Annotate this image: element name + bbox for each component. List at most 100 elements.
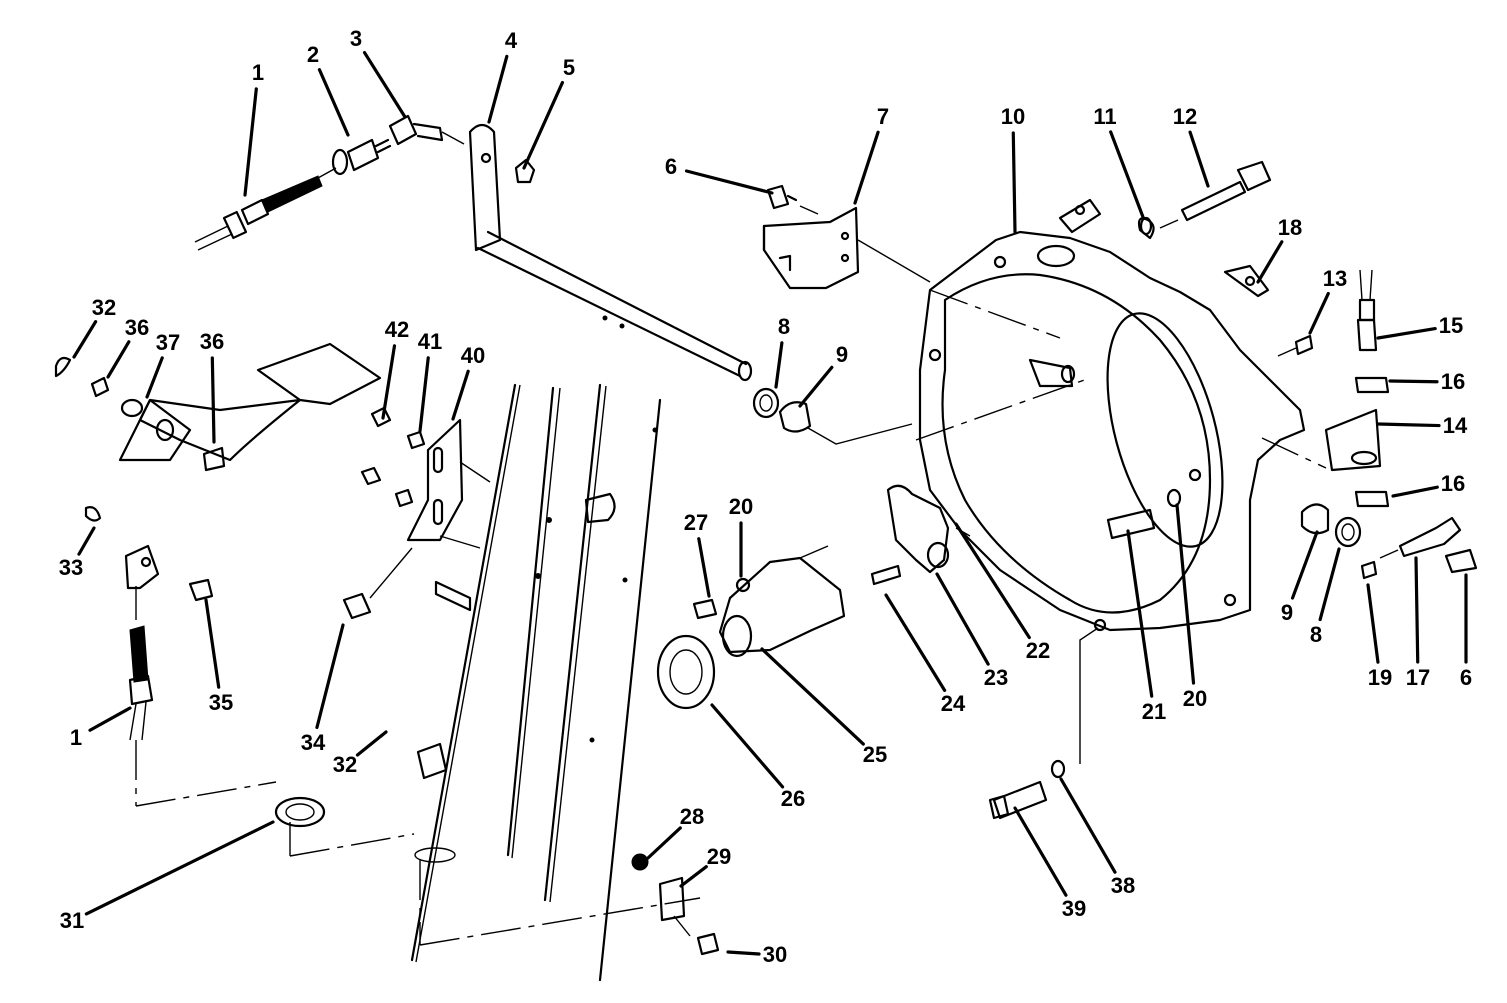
- leader-line: [679, 865, 708, 888]
- callout-number: 30: [763, 942, 787, 967]
- callout-number: 2: [307, 42, 319, 67]
- callout-number: 35: [209, 690, 233, 715]
- callout-number: 11: [1093, 104, 1116, 129]
- leader-line: [418, 356, 430, 433]
- leader-line: [954, 522, 1031, 640]
- callout-number: 5: [563, 55, 575, 80]
- callout-c12: 12: [1173, 104, 1210, 188]
- leader-line: [487, 54, 509, 124]
- leader-line: [381, 344, 397, 420]
- callout-number: 39: [1062, 896, 1086, 921]
- callout-number: 24: [941, 691, 966, 716]
- callout-c31: 31: [60, 820, 275, 933]
- callout-number: 32: [333, 752, 357, 777]
- callout-number: 1: [252, 60, 264, 85]
- callout-c42: 42: [381, 317, 409, 420]
- callout-number: 37: [156, 330, 180, 355]
- leader-line: [1414, 556, 1420, 664]
- leader-line: [72, 320, 98, 359]
- callout-c38: 38: [1059, 777, 1135, 898]
- callout-c35: 35: [204, 598, 233, 715]
- callout-c8a: 8: [774, 314, 790, 389]
- right-side-parts: [1137, 160, 1478, 580]
- callout-number: 16: [1441, 471, 1465, 496]
- callout-c10: 10: [1001, 104, 1025, 234]
- callout-c17: 17: [1406, 556, 1430, 690]
- callout-c32b: 32: [333, 730, 388, 777]
- center-parts: [752, 387, 1182, 586]
- callout-number: 23: [984, 665, 1008, 690]
- pedal-bracket-40: [342, 406, 491, 620]
- leader-line: [935, 572, 990, 666]
- callout-c11: 11: [1093, 104, 1145, 219]
- callout-number: 19: [1368, 665, 1392, 690]
- callout-number: 9: [836, 342, 848, 367]
- callout-number: 26: [781, 786, 805, 811]
- leader-line: [1013, 806, 1068, 897]
- leader-line: [1126, 529, 1154, 698]
- callout-number: 4: [505, 28, 518, 53]
- callout-c6a: 6: [665, 154, 774, 195]
- leader-line: [210, 356, 216, 444]
- callout-number: 36: [200, 329, 224, 354]
- callout-number: 9: [1281, 600, 1293, 625]
- callout-c24: 24: [884, 593, 966, 716]
- callout-c27: 27: [684, 510, 711, 598]
- release-bearing: [656, 545, 846, 710]
- callout-c20a: 20: [729, 494, 753, 578]
- callout-c36b: 36: [200, 329, 224, 444]
- leader-line: [522, 80, 565, 170]
- leader-line: [1376, 422, 1441, 428]
- leader-line: [355, 730, 388, 757]
- callout-c8b: 8: [1310, 547, 1341, 647]
- callout-number: 21: [1142, 699, 1166, 724]
- leader-line: [317, 68, 350, 137]
- leader-line: [1376, 326, 1437, 340]
- callout-number: 25: [863, 742, 887, 767]
- callout-c37: 37: [145, 330, 180, 399]
- callout-c5: 5: [522, 55, 575, 170]
- leader-line: [84, 820, 275, 916]
- bracket-7: [762, 184, 931, 290]
- callout-number: 20: [1183, 686, 1207, 711]
- callout-c2: 2: [307, 42, 350, 137]
- clutch-cable-lower: [84, 506, 701, 946]
- leader-line: [204, 598, 221, 689]
- leader-line: [1175, 503, 1196, 685]
- callout-number: 1: [70, 725, 82, 750]
- callout-c40: 40: [451, 343, 485, 421]
- leader-line: [697, 537, 711, 598]
- callout-c21: 21: [1126, 529, 1166, 724]
- callout-number: 13: [1323, 266, 1347, 291]
- callout-number: 17: [1406, 665, 1430, 690]
- callout-c39: 39: [1013, 806, 1086, 921]
- leader-line: [726, 950, 761, 956]
- callout-c20b: 20: [1175, 503, 1207, 711]
- callout-number: 15: [1439, 313, 1463, 338]
- leader-line: [451, 369, 470, 421]
- callout-number: 7: [877, 104, 889, 129]
- leader-line: [1388, 379, 1439, 384]
- leader-line: [646, 826, 682, 860]
- callout-c9b: 9: [1281, 530, 1319, 625]
- pedal-assembly: [54, 342, 382, 472]
- callout-number: 8: [1310, 622, 1322, 647]
- callout-c6b: 6: [1460, 573, 1472, 690]
- callout-number: 16: [1441, 369, 1465, 394]
- callout-c22: 22: [954, 522, 1050, 663]
- leader-line: [798, 365, 834, 408]
- callout-number: 6: [665, 154, 677, 179]
- callout-number: 20: [729, 494, 753, 519]
- callout-number: 22: [1026, 638, 1050, 663]
- clutch-cable-upper: [194, 114, 465, 251]
- callout-number: 40: [461, 343, 485, 368]
- leader-line: [1366, 583, 1380, 664]
- callout-number: 18: [1278, 215, 1302, 240]
- callout-number: 41: [418, 329, 442, 354]
- callout-c1b: 1: [70, 706, 132, 750]
- callout-number: 8: [778, 314, 790, 339]
- leader-line: [77, 526, 96, 556]
- callout-number: 12: [1173, 104, 1197, 129]
- leader-line: [1318, 547, 1341, 622]
- leader-line: [106, 340, 131, 379]
